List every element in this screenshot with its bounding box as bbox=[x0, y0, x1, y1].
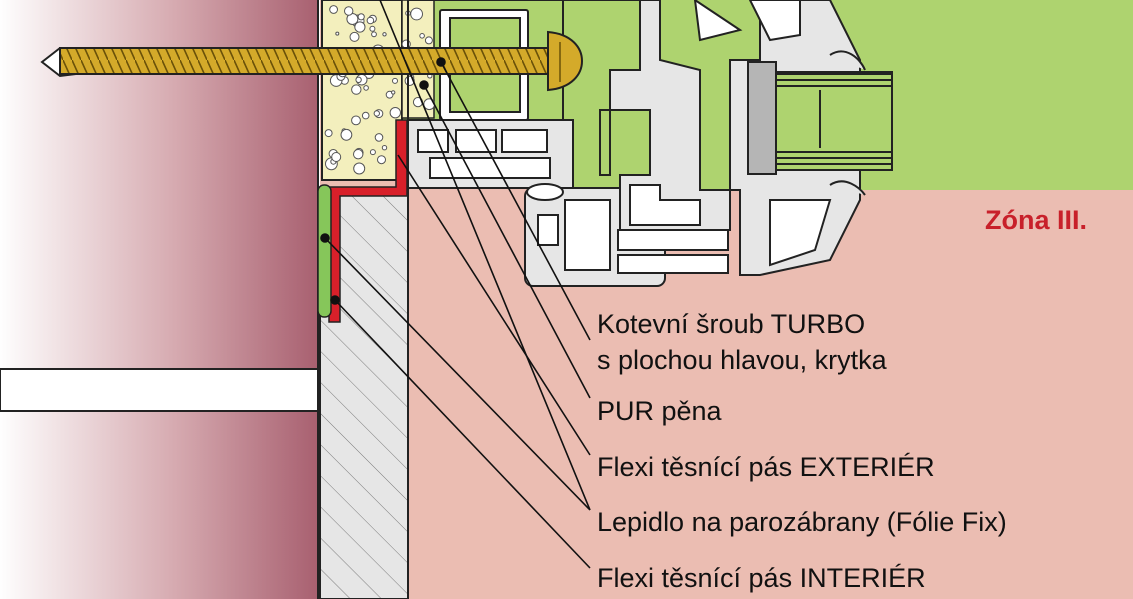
callout-screw-line1: Kotevní šroub TURBO bbox=[597, 309, 866, 339]
leader-lines bbox=[320, 0, 591, 569]
foam-bubbles bbox=[324, 5, 436, 175]
wall-joint bbox=[0, 368, 319, 412]
glazing-unit bbox=[747, 50, 893, 196]
callout-screw-line2: s plochou hlavou, krytka bbox=[597, 345, 887, 375]
callout-exterior-tape: Flexi těsnící pás EXTERIÉR bbox=[597, 452, 935, 482]
masonry-wall bbox=[0, 0, 318, 599]
callout-interior-tape: Flexi těsnící pás INTERIÉR bbox=[597, 563, 926, 593]
callout-adhesive: Lepidlo na parozábrany (Fólie Fix) bbox=[597, 507, 1007, 537]
anchor-screw bbox=[40, 30, 584, 92]
adhesive-strip bbox=[317, 184, 332, 318]
zone-label: Zóna III. bbox=[985, 205, 1088, 235]
callout-pur-foam: PUR pěna bbox=[597, 396, 722, 426]
sash-profile bbox=[560, 0, 861, 276]
